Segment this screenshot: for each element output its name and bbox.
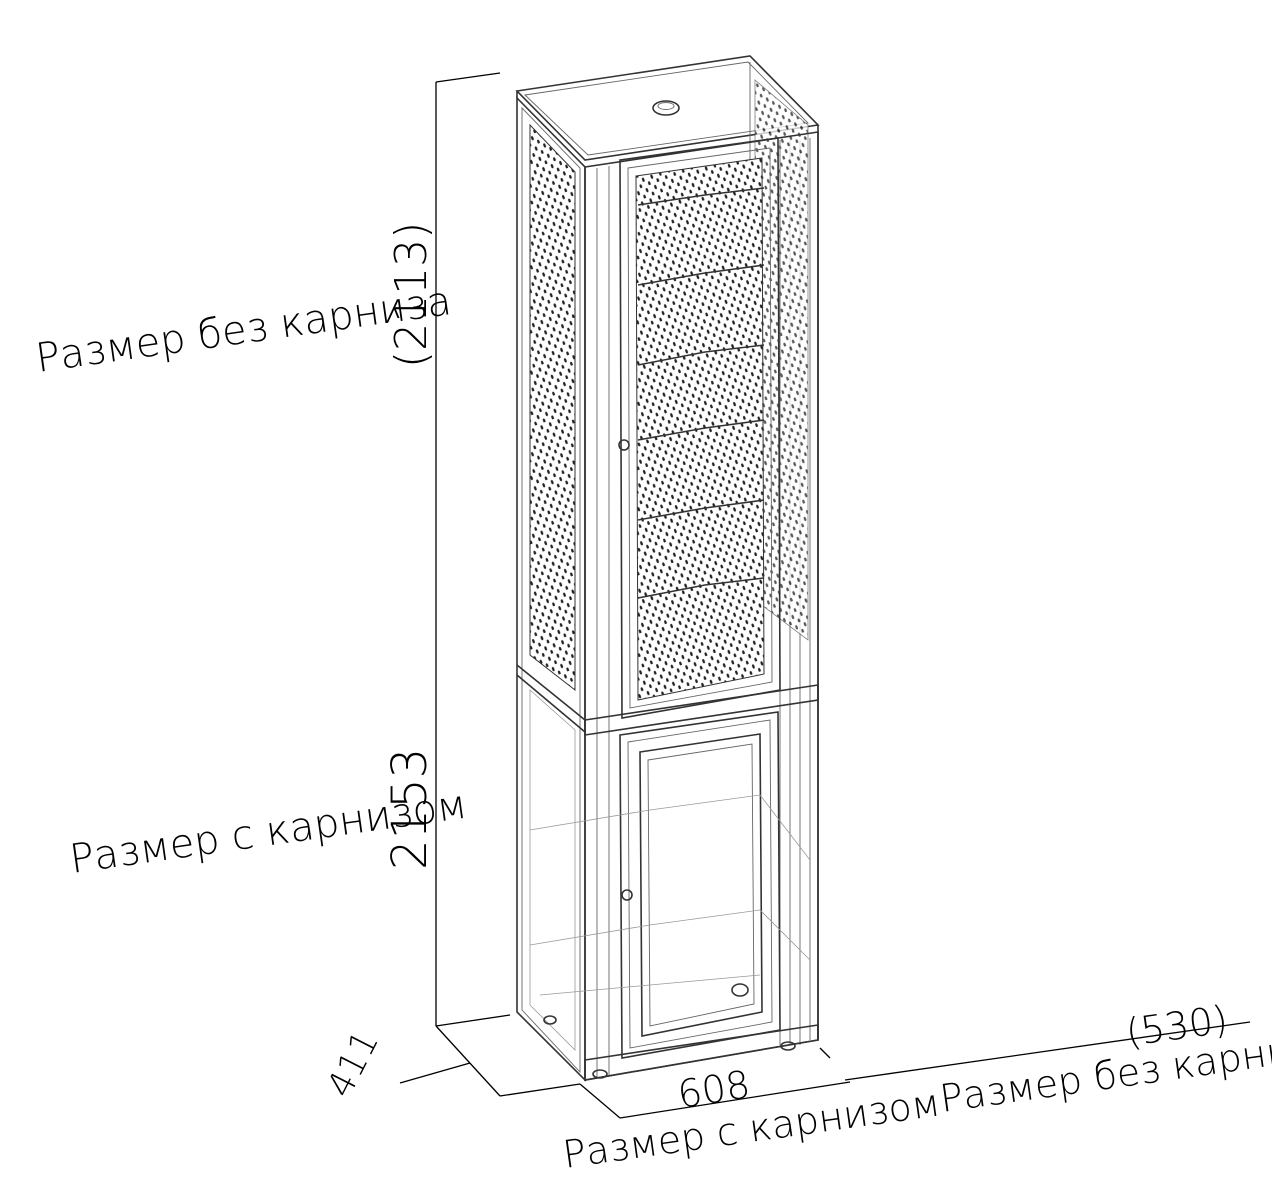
dimension-depth [399, 1025, 581, 1097]
dimension-height [435, 72, 511, 1027]
upper-glass-door [618, 137, 781, 719]
top-vent-ring [652, 100, 680, 116]
cabinet-feet [543, 1015, 796, 1079]
dimension-width [579, 1021, 1251, 1119]
cabinet-left-side [516, 96, 586, 1082]
lower-door-knob [621, 889, 633, 901]
height-no-cornice-value: (2113) [386, 222, 437, 368]
upper-door-knob [618, 439, 630, 451]
left-side-glass [529, 123, 576, 692]
height-with-cornice-value: 2153 [382, 748, 438, 870]
width-with-cornice-label: Размер с карнизом [560, 1080, 943, 1176]
cabinet [515, 55, 820, 1082]
lower-door [529, 711, 811, 1059]
depth-value: 411 [319, 1024, 387, 1104]
width-no-cornice-label: Размер без карниза [937, 1022, 1272, 1121]
